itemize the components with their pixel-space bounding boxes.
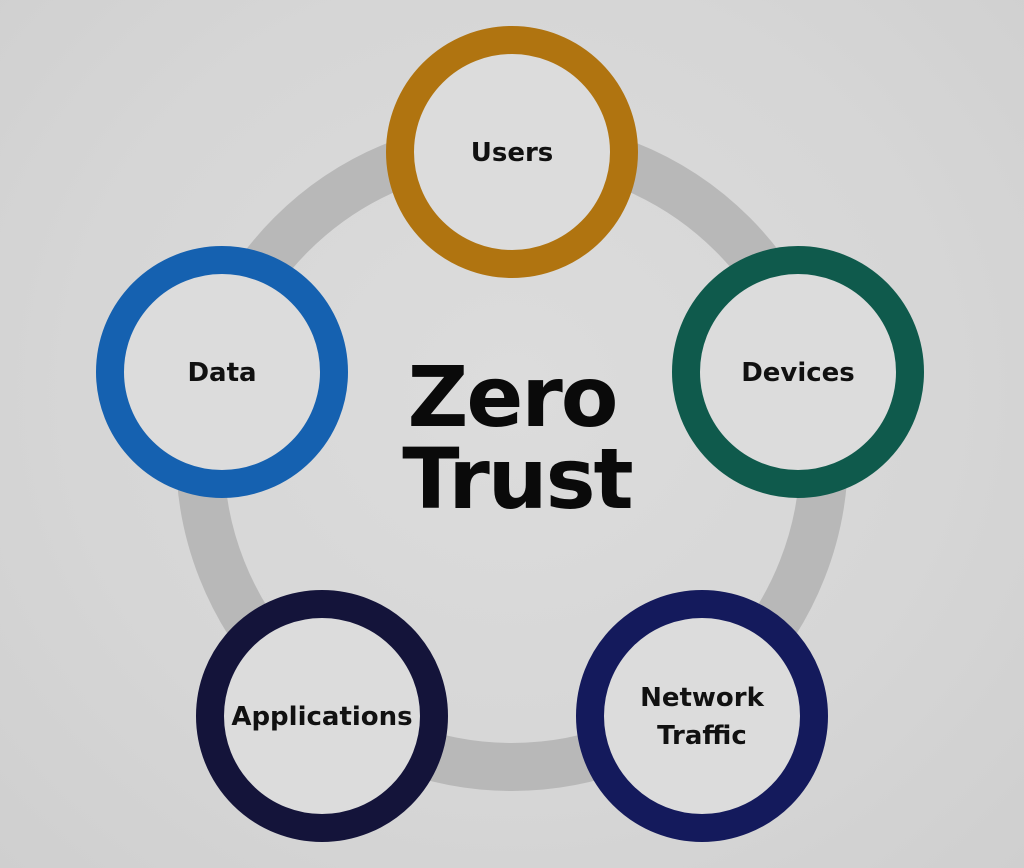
- center-title-trust: Trust: [402, 430, 632, 528]
- node-label-data: Data: [187, 358, 256, 388]
- node-label-network-traffic-line-1: Network: [640, 683, 765, 713]
- node-label-applications: Applications: [231, 702, 412, 732]
- node-data: Data: [96, 246, 348, 498]
- node-label-users: Users: [471, 138, 554, 168]
- center-title-zero: Zero: [407, 348, 616, 446]
- node-users: Users: [386, 26, 638, 278]
- node-ring-data: [96, 246, 348, 498]
- node-ring-applications: [196, 590, 448, 842]
- node-label-devices: Devices: [741, 358, 855, 388]
- node-ring-users: [386, 26, 638, 278]
- node-label-network-traffic-line-2: Traffic: [657, 721, 747, 751]
- node-applications: Applications: [196, 590, 448, 842]
- node-ring-devices: [672, 246, 924, 498]
- node-ring-network-traffic: [576, 590, 828, 842]
- node-devices: Devices: [672, 246, 924, 498]
